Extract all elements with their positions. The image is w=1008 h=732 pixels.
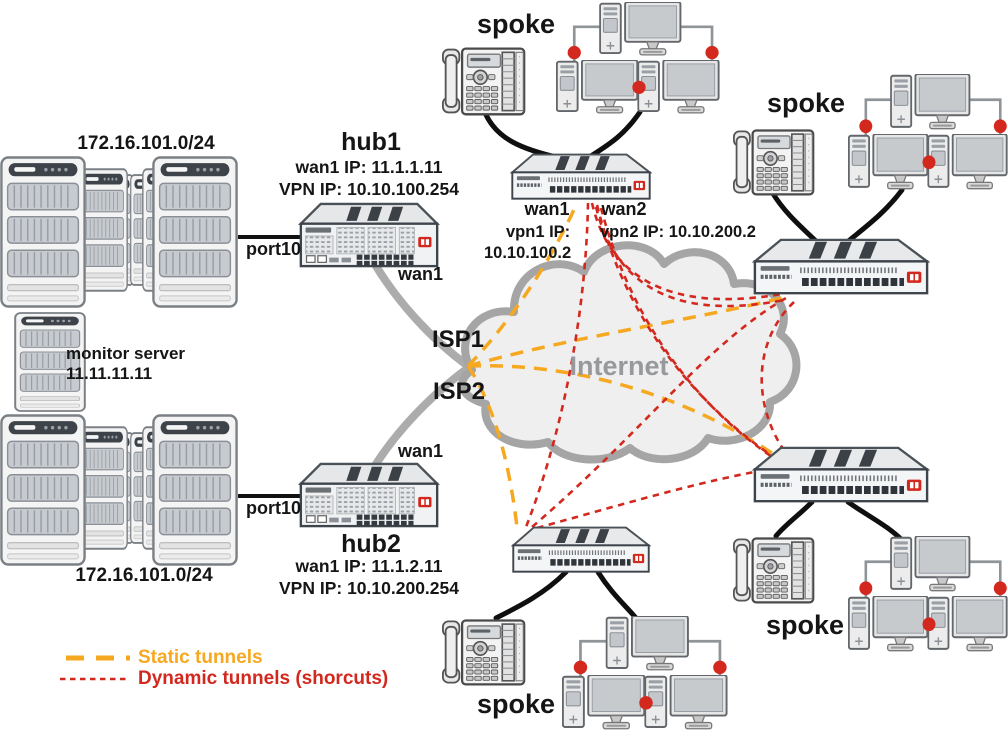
spoke-top-vpn1-ip: 10.10.100.2 — [484, 244, 572, 262]
legend-dynamic-label: Dynamic tunnels (shorcuts) — [138, 668, 389, 689]
spoke-top-vpn2-label: vpn2 IP: 10.10.200.2 — [600, 223, 756, 241]
port10-links — [238, 235, 304, 498]
port10-top-label: port10 — [246, 239, 302, 259]
subnet-bottom-label: 172.16.101.0/24 — [75, 565, 213, 586]
pc-cluster-top-icon — [557, 2, 719, 113]
spoke-top-fortigate-icon — [512, 155, 649, 199]
isp1-link — [372, 262, 472, 370]
legend-keys — [60, 655, 130, 681]
spoke-top-wan1-label: wan1 — [524, 199, 570, 219]
hub2-wan1-label: wan1 — [398, 441, 444, 461]
spoke-top-wan2-label: wan2 — [601, 199, 647, 219]
isp-links — [372, 262, 472, 468]
ip-phone-bottom-right-icon — [733, 537, 815, 604]
ip-phone-bottom-icon — [442, 619, 526, 686]
port10-bottom-label: port10 — [246, 498, 302, 518]
legend-static-label: Static tunnels — [138, 647, 263, 668]
hub2-title: hub2 — [341, 530, 401, 558]
pc-cluster-top-right-icon — [849, 74, 1007, 189]
subnet-top-label: 172.16.101.0/24 — [77, 133, 215, 154]
monitor-server-ip: 11.11.11.11 — [66, 364, 153, 383]
spoke-top-right-fortigate-icon — [755, 240, 927, 293]
hub1-wan1-label: wan1 — [398, 264, 444, 284]
spoke-bottom-fortigate-icon — [513, 528, 648, 572]
hub2-fortigate-icon — [301, 464, 437, 526]
isp2-label: ISP2 — [433, 378, 486, 405]
internet-label: Internet — [569, 351, 669, 381]
monitor-server-name: monitor server — [66, 344, 186, 363]
server-rack-cluster-bottom — [0, 414, 238, 566]
isp2-link — [372, 364, 472, 468]
spoke-top-vpn1-label: vpn1 IP: — [506, 223, 571, 241]
pc-cluster-bottom-right-icon — [849, 536, 1007, 651]
server-rack-cluster-top — [0, 156, 238, 308]
spoke-bottom-label: spoke — [476, 689, 556, 719]
hub1-wan-ip: wan1 IP: 11.1.1.11 — [295, 157, 443, 177]
hub1-vpn-ip: VPN IP: 10.10.100.254 — [279, 179, 459, 199]
spoke-bottom-right-fortigate-icon — [755, 448, 927, 501]
pc-cluster-bottom-icon — [563, 616, 727, 729]
hub2-vpn-ip: VPN IP: 10.10.200.254 — [279, 578, 459, 598]
dynamic-tunnels — [524, 202, 795, 530]
isp1-label: ISP1 — [432, 326, 485, 353]
ip-phone-top-icon — [442, 47, 526, 116]
hub2-wan-ip: wan1 IP: 11.1.2.11 — [295, 556, 443, 576]
spoke-top-right-label: spoke — [766, 88, 846, 118]
hub1-title: hub1 — [341, 128, 401, 156]
spoke-top-label: spoke — [476, 9, 556, 39]
hub1-fortigate-icon — [301, 204, 437, 266]
spoke-bottom-right-label: spoke — [765, 610, 845, 640]
ip-phone-top-right-icon — [733, 129, 815, 196]
